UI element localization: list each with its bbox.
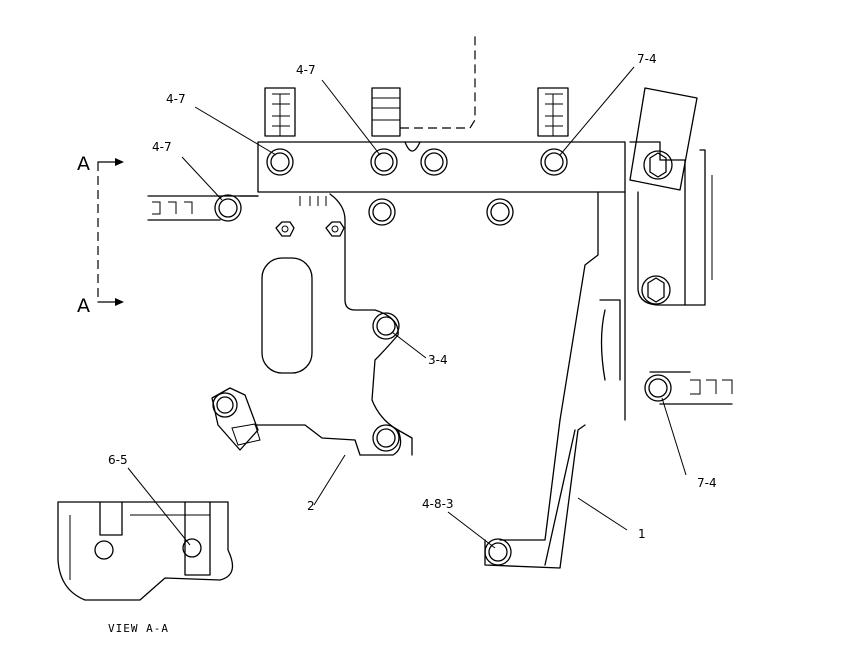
small-nuts	[275, 196, 345, 237]
callout-2: 2	[307, 499, 315, 513]
callout-4-7-top-left: 4-7	[166, 92, 186, 106]
callout-3-4: 3-4	[428, 353, 448, 367]
main-bracket-plate	[254, 191, 599, 569]
callout-4-7-left: 4-7	[152, 140, 172, 154]
inset-view-a-a	[57, 501, 234, 601]
callout-6-5: 6-5	[108, 453, 128, 467]
right-side-clip	[649, 371, 733, 405]
callout-7-4-right: 7-4	[697, 476, 717, 490]
callout-1: 1	[638, 527, 646, 541]
top-clip-right	[537, 87, 569, 137]
section-arrow-bottom-label: A	[77, 295, 90, 317]
callout-4-8-3: 4-8-3	[422, 497, 454, 511]
section-line-a-a	[97, 158, 124, 306]
top-fitting	[371, 32, 476, 152]
section-arrow-top-label: A	[77, 153, 90, 175]
plate-slot	[261, 257, 313, 374]
bolt-heads	[212, 148, 672, 566]
top-clip-left	[264, 87, 296, 137]
callout-7-4-top: 7-4	[637, 52, 657, 66]
lower-left-clip	[211, 387, 261, 451]
view-caption: VIEW A-A	[108, 622, 169, 635]
right-link-arm	[599, 87, 713, 421]
hex-bolts	[641, 150, 673, 305]
callout-4-7-top-mid: 4-7	[296, 63, 316, 77]
leader-lines	[127, 66, 687, 549]
